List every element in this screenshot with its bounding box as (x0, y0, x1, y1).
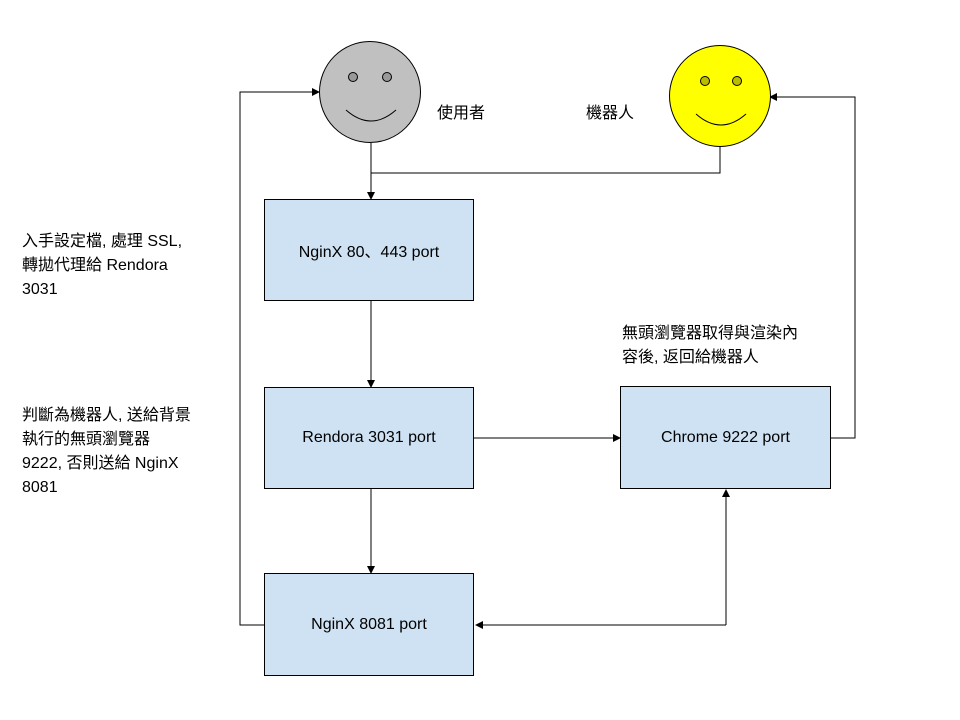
note-line: 容後, 返回給機器人 (622, 349, 759, 366)
bot-mouth (695, 113, 747, 126)
note-line: 入手設定檔, 處理 SSL, (22, 233, 183, 250)
note-line: 轉拋代理給 Rendora (22, 257, 168, 274)
note-line: 3031 (22, 281, 58, 298)
note-line: 9222, 否則送給 NginX (22, 455, 179, 472)
chrome-box: Chrome 9222 port (620, 386, 831, 489)
note-line: 執行的無頭瀏覽器 (22, 431, 151, 448)
nginx-back-box: NginX 8081 port (264, 573, 474, 676)
user-mouth (345, 109, 397, 122)
note-line: 8081 (22, 479, 58, 496)
edge-bot-to-nginx (371, 147, 721, 174)
nginx-front-box: NginX 80、443 port (264, 199, 474, 301)
bot-left-eye (700, 76, 710, 86)
user-left-eye (348, 72, 358, 82)
note-line: 無頭瀏覽器取得與渲染內 (622, 325, 799, 342)
user-right-eye (382, 72, 392, 82)
bot-face-icon (669, 45, 771, 147)
edge-nginx-back-to-user (239, 88, 320, 626)
note-chrome: 無頭瀏覽器取得與渲染內 容後, 返回給機器人 (622, 323, 798, 368)
note-rendora: 判斷為機器人, 送給背景 執行的無頭瀏覽器 9222, 否則送給 NginX 8… (22, 405, 191, 498)
note-line: 判斷為機器人, 送給背景 (22, 407, 191, 424)
note-nginx-front: 入手設定檔, 處理 SSL, 轉拋代理給 Rendora 3031 (22, 231, 182, 300)
user-label: 使用者 (437, 105, 486, 122)
rendora-box: Rendora 3031 port (264, 387, 474, 489)
bot-label: 機器人 (586, 105, 635, 122)
user-face-icon (319, 41, 421, 143)
edge-chrome-to-bot (769, 93, 856, 439)
bot-right-eye (732, 76, 742, 86)
